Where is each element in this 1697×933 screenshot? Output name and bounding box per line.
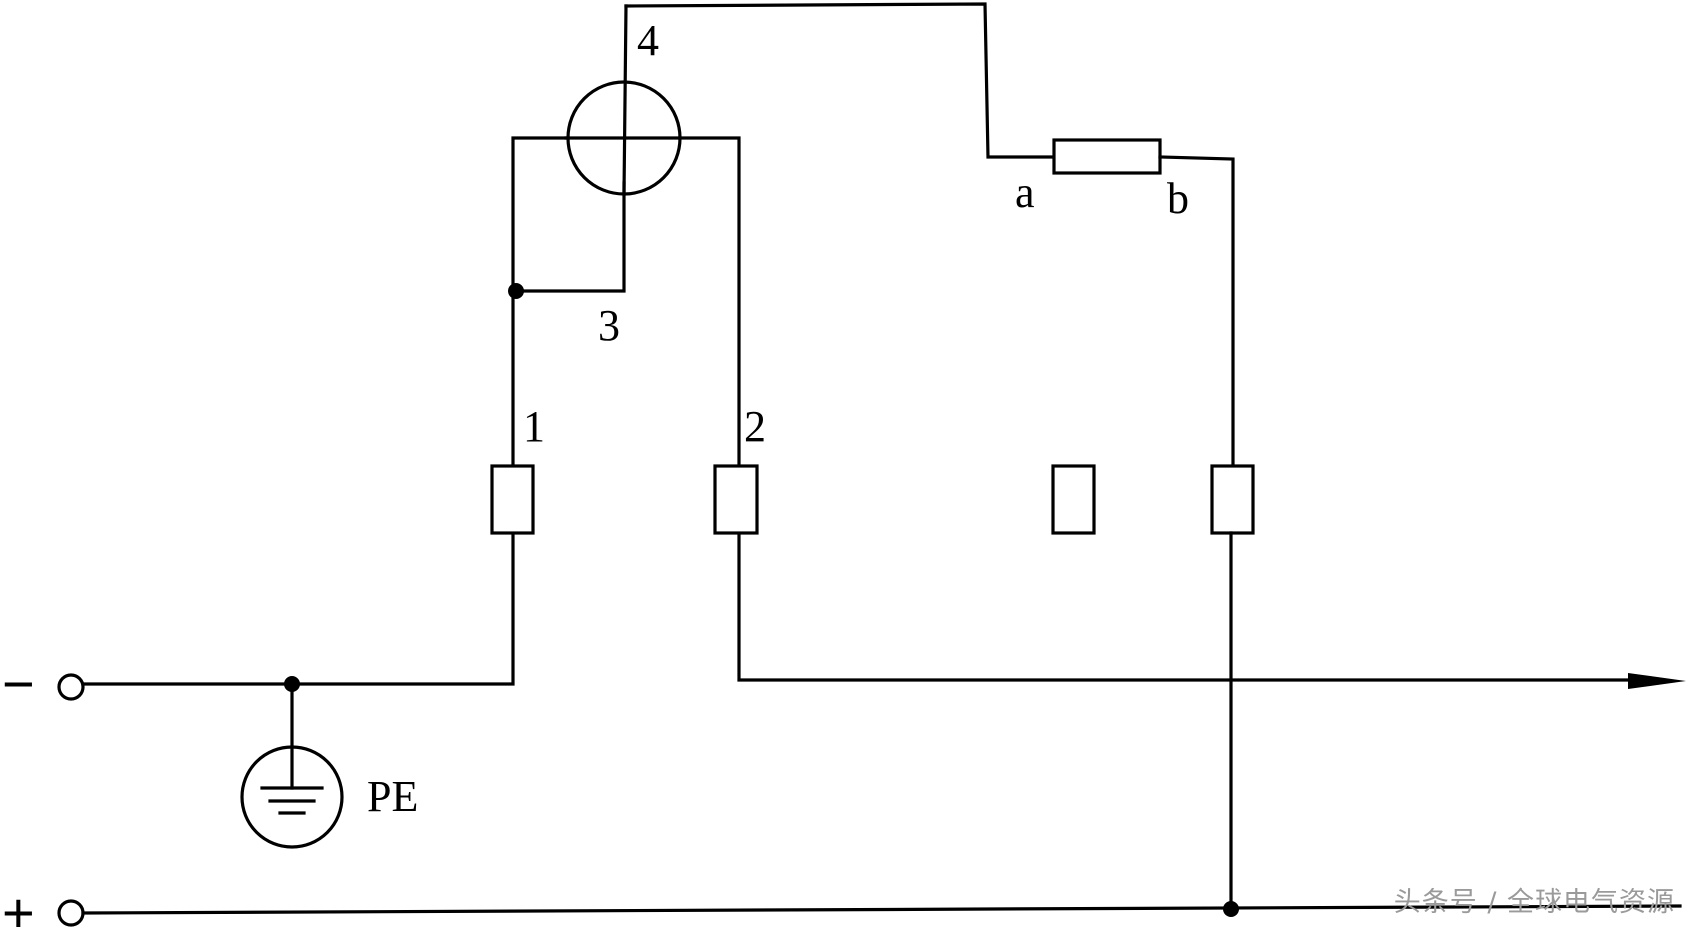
terminal-1-label: 1 xyxy=(523,402,545,451)
output-wire xyxy=(737,531,1642,682)
terminal-block-2 xyxy=(713,464,759,535)
positive-terminal-icon xyxy=(57,899,85,927)
negative-rail xyxy=(57,531,515,701)
wire-terminal-b xyxy=(1158,155,1235,467)
earth-circle-icon xyxy=(240,745,344,849)
output-line xyxy=(737,531,1686,689)
negative-terminal-icon xyxy=(57,673,85,701)
terminal-3-label: 3 xyxy=(598,301,620,350)
branch-terminal-1 xyxy=(490,136,626,535)
plus-sign-label: + xyxy=(2,881,35,933)
wire-terminal-3 xyxy=(514,181,626,293)
terminal-a-label: a xyxy=(1015,168,1035,217)
watermark-text: 头条号 / 全球电气资源 xyxy=(1393,887,1675,918)
negative-wire xyxy=(81,531,515,686)
arrow-right-icon xyxy=(1628,673,1686,689)
terminal-block-3 xyxy=(1051,464,1096,535)
terminal-2-label: 2 xyxy=(744,402,766,451)
top-branch xyxy=(624,2,1255,911)
pe-earth-symbol xyxy=(240,682,344,849)
positive-wire xyxy=(81,904,1682,915)
lamp-cross-vertical xyxy=(622,4,628,196)
wire-terminal-2 xyxy=(678,136,741,467)
terminal-b-label: b xyxy=(1167,174,1189,223)
terminal-4-label: 4 xyxy=(637,16,659,65)
terminal-block-4 xyxy=(1210,464,1255,535)
branch-terminal-2 xyxy=(678,136,759,535)
wire-terminal-1 xyxy=(511,136,568,467)
wire-terminal-4 xyxy=(624,2,1056,159)
lamp-symbol xyxy=(564,4,682,196)
resistor-ab xyxy=(1052,138,1162,175)
pe-label: PE xyxy=(367,772,418,821)
terminal-block-1 xyxy=(490,464,535,535)
minus-sign-label: − xyxy=(2,652,35,715)
